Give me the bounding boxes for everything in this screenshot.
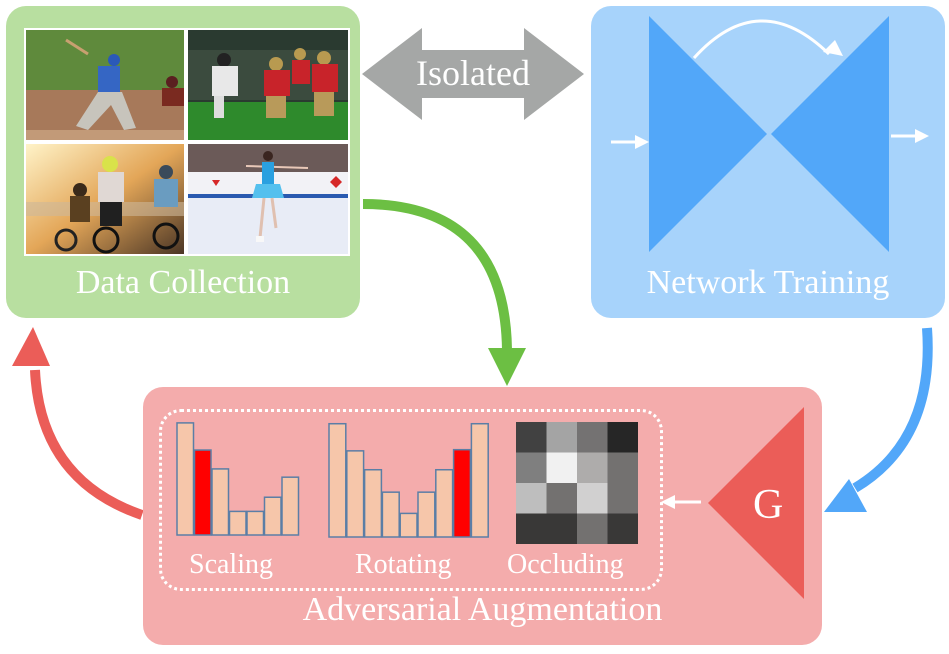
occlusion-cell <box>607 422 638 453</box>
histogram-bar <box>263 496 282 536</box>
decoder-triangle <box>771 16 889 252</box>
generator-label: G <box>753 482 784 528</box>
green-arrowhead-icon <box>488 348 526 386</box>
histogram-bar <box>381 491 400 538</box>
occlusion-cell <box>607 452 638 483</box>
histogram-bar-highlighted <box>193 449 212 536</box>
photo-baseball <box>26 30 184 140</box>
generator <box>708 407 804 599</box>
histogram-bar <box>363 468 383 538</box>
scaling-label: Scaling <box>189 549 273 580</box>
histogram-bar <box>399 512 418 538</box>
rotating-label: Rotating <box>355 549 452 580</box>
occlusion-cell <box>516 422 547 453</box>
isolated-label: Isolated <box>416 53 530 93</box>
network-diagram <box>611 16 929 252</box>
red-arrowhead-icon <box>12 327 50 366</box>
occlusion-cell <box>577 513 608 544</box>
histogram-bar <box>435 468 454 538</box>
photo-figure-skating <box>188 144 348 254</box>
occluding-label: Occluding <box>507 549 624 580</box>
blue-arrowhead-icon <box>824 479 867 512</box>
occlusion-cell <box>516 483 547 514</box>
adversarial-augmentation-panel: Scaling Rotating Occluding G Adversarial… <box>143 387 822 645</box>
photo-cycling <box>26 144 184 254</box>
occlusion-cell <box>516 513 547 544</box>
skip-arrowhead-icon <box>823 40 843 56</box>
occlusion-cell <box>546 513 577 544</box>
isolated-connector: Isolated <box>362 26 584 122</box>
occlusion-cell <box>516 452 547 483</box>
histogram-bar <box>346 450 365 538</box>
histogram-bar <box>176 422 195 536</box>
output-arrowhead-icon <box>915 129 929 143</box>
histogram-bar <box>328 422 347 538</box>
occlusion-cell <box>577 483 608 514</box>
isolated-double-arrow <box>362 28 584 120</box>
generator-arrowhead-icon <box>661 495 701 509</box>
skip-connection-arrow <box>692 19 831 60</box>
data-collection-label: Data Collection <box>75 264 291 301</box>
occlusion-cell <box>546 422 577 453</box>
histogram-bar <box>246 510 265 536</box>
data-to-augmentation-arrow <box>362 199 512 351</box>
occlusion-cell <box>577 452 608 483</box>
photo-american-football <box>188 30 348 140</box>
network-to-generator-arrow <box>852 327 933 493</box>
photo-grid <box>24 28 350 256</box>
histogram-bar <box>281 476 300 536</box>
adversarial-augmentation-label: Adversarial Augmentation <box>302 591 663 628</box>
rotating-histogram <box>328 422 489 538</box>
generator-triangle <box>708 407 804 599</box>
occlusion-cell <box>577 422 608 453</box>
histogram-bar <box>228 510 247 536</box>
input-arrowhead-icon <box>635 135 649 149</box>
occlusion-cell <box>546 452 577 483</box>
histogram-bar-highlighted <box>452 448 472 538</box>
network-training-panel: Network Training <box>591 6 945 318</box>
operations-group <box>159 409 663 591</box>
occlusion-cell <box>607 483 638 514</box>
occlusion-cell <box>607 513 638 544</box>
network-training-label: Network Training <box>646 264 890 301</box>
augmentation-to-data-arrow <box>30 369 144 520</box>
histogram-bar <box>417 491 436 538</box>
histogram-bar <box>470 422 489 538</box>
occluding-grid <box>516 422 638 544</box>
scaling-histogram <box>176 422 300 536</box>
data-collection-panel: Data Collection <box>6 6 360 318</box>
encoder-triangle <box>649 16 767 252</box>
occlusion-cell <box>546 483 577 514</box>
histogram-bar <box>211 468 230 536</box>
